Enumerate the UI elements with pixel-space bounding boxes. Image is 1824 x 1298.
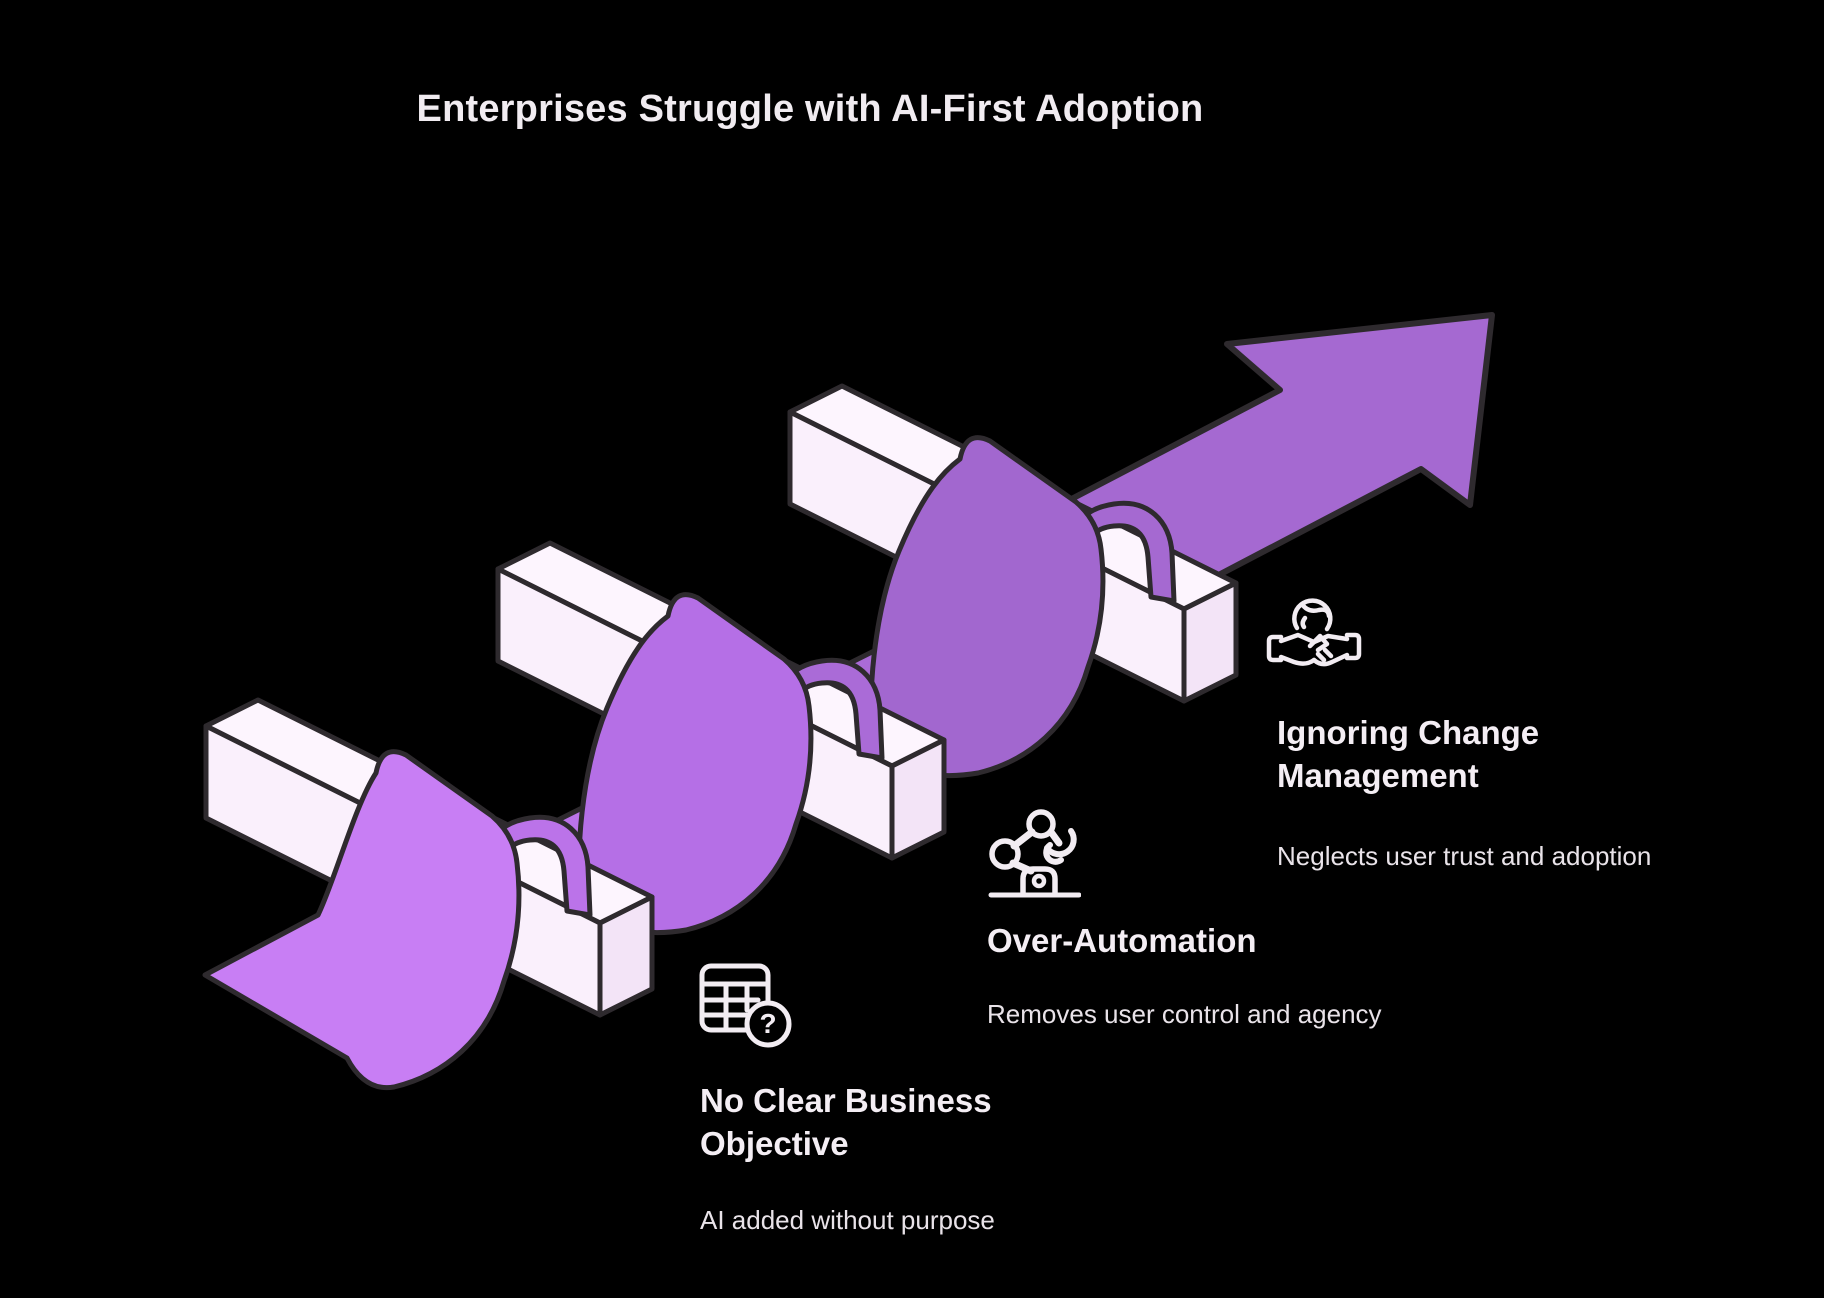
obstacle-description: Neglects user trust and adoption — [1277, 841, 1652, 871]
page-title: Enterprises Struggle with AI-First Adopt… — [416, 88, 1204, 130]
ribbon-band-1-with-tail — [202, 749, 522, 1091]
obstacle-description: Removes user control and agency — [987, 999, 1382, 1029]
obstacle-item-no-clear-business-objective: No Clear Business Objective AI added wit… — [700, 1080, 1030, 1235]
obstacle-item-ignoring-change-management: Ignoring Change Management Neglects user… — [1277, 712, 1651, 871]
obstacle-heading: Ignoring Change Management — [1277, 714, 1540, 794]
obstacle-heading: No Clear Business Objective — [700, 1082, 992, 1162]
question-glyph: ? — [759, 1008, 776, 1039]
table-question-icon: ? — [699, 963, 792, 1048]
obstacle-description: AI added without purpose — [700, 1205, 995, 1235]
obstacle-heading: Over-Automation — [987, 922, 1257, 959]
obstacle-item-over-automation: Over-Automation Removes user control and… — [987, 920, 1447, 1029]
robot-arm-icon — [988, 809, 1081, 898]
handshake-globe-icon — [1266, 598, 1362, 667]
